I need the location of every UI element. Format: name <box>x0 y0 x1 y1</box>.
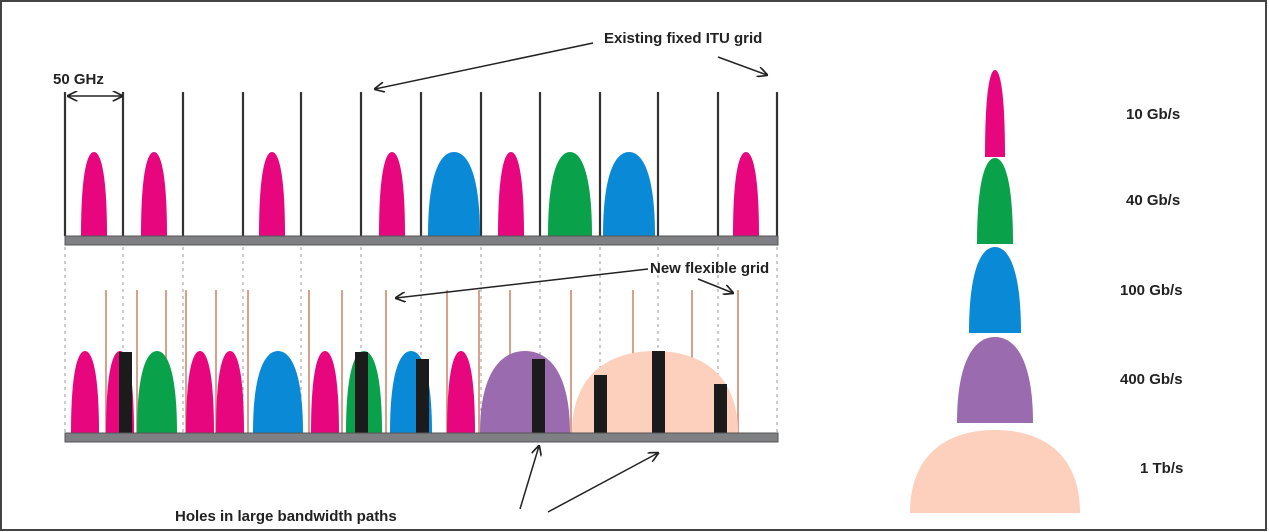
channel-10g <box>216 351 244 433</box>
channel-100g <box>603 152 655 236</box>
channel-100g <box>428 152 480 236</box>
flex-grid-arrow-right <box>697 278 733 293</box>
fixed-grid-arrow-left <box>375 42 594 89</box>
legend-shape-1t <box>910 430 1080 513</box>
spectrum-hole <box>416 359 429 433</box>
channel-10g <box>733 152 759 236</box>
channel-10g <box>498 152 524 236</box>
legend-label-400g: 400 Gb/s <box>1120 371 1183 388</box>
fixed-grid-lines <box>63 92 779 236</box>
legend: 10 Gb/s 40 Gb/s 100 Gb/s 400 Gb/s 1 Tb/s <box>910 70 1183 513</box>
fixed-grid-ruler <box>64 235 779 246</box>
channel-10g <box>311 351 339 433</box>
flex-grid-panel <box>64 247 779 443</box>
holes-label: Holes in large bandwidth paths <box>175 508 397 525</box>
fixed-grid-signals <box>81 152 759 236</box>
channel-40g <box>548 152 592 236</box>
spectrum-hole <box>119 352 132 433</box>
legend-label-1t: 1 Tb/s <box>1140 460 1183 477</box>
channel-10g <box>71 351 99 433</box>
spectrum-hole <box>652 351 665 433</box>
spectrum-holes <box>119 351 727 433</box>
spectrum-hole <box>355 352 368 433</box>
channel-10g <box>81 152 107 236</box>
holes-arrow-left <box>519 446 539 510</box>
channel-400g <box>480 351 570 433</box>
channel-100g <box>253 351 303 433</box>
legend-label-40g: 40 Gb/s <box>1126 192 1180 209</box>
channel-10g <box>259 152 285 236</box>
fixed-grid-panel <box>63 92 779 246</box>
spacing-label: 50 GHz <box>53 71 104 88</box>
spectrum-hole <box>714 384 727 433</box>
legend-label-100g: 100 Gb/s <box>1120 282 1183 299</box>
legend-shape-100g <box>969 247 1021 333</box>
fixed-grid-label: Existing fixed ITU grid <box>604 30 762 47</box>
spectrum-hole <box>594 375 607 433</box>
annotations: 50 GHz Existing fixed ITU grid New flexi… <box>53 30 769 525</box>
channel-40g <box>137 351 177 433</box>
legend-shape-10g <box>985 70 1005 157</box>
fixed-grid-arrow-right <box>717 56 767 75</box>
legend-shape-40g <box>977 158 1013 244</box>
channel-10g <box>141 152 167 236</box>
holes-arrow-right <box>547 453 658 513</box>
legend-shape-400g <box>957 337 1033 423</box>
legend-label-10g: 10 Gb/s <box>1126 106 1180 123</box>
channel-10g <box>447 351 475 433</box>
flex-grid-label: New flexible grid <box>650 260 769 277</box>
flex-grid-arrow-left <box>396 268 649 298</box>
flex-grid-ruler <box>64 432 779 443</box>
spectrum-hole <box>532 359 545 433</box>
channel-10g <box>379 152 405 236</box>
channel-10g <box>186 351 214 433</box>
